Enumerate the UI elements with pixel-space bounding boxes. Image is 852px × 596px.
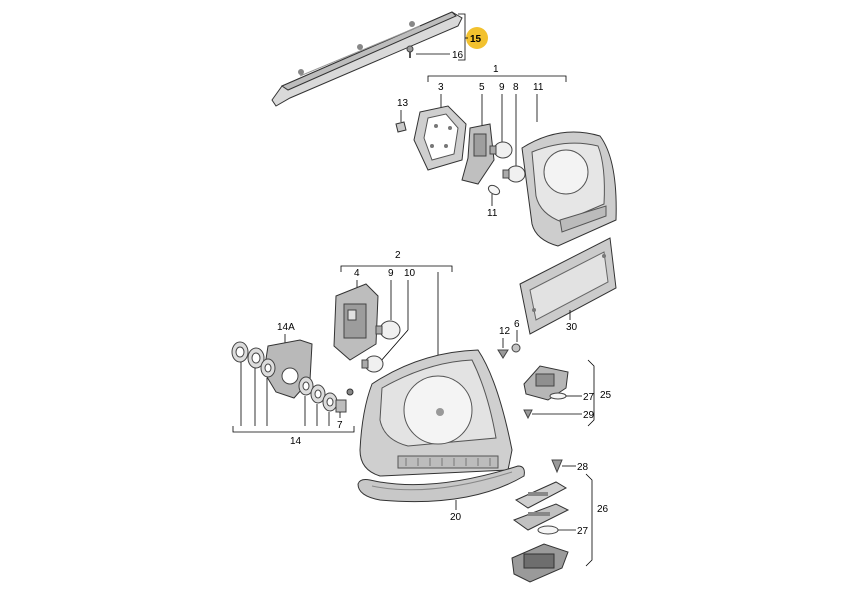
gasket-3[interactable]: [413, 105, 467, 171]
bulb-11-lower[interactable]: [487, 184, 501, 197]
callout-4[interactable]: 4: [354, 268, 360, 279]
screw-16[interactable]: [406, 45, 414, 58]
bulb-9-upper[interactable]: [489, 141, 513, 159]
bracket-15: [458, 13, 466, 61]
bracket-25: [587, 359, 595, 427]
callout-27-lower[interactable]: 27: [577, 526, 589, 537]
callout-6[interactable]: 6: [514, 319, 520, 330]
clip-6[interactable]: [511, 343, 521, 353]
bulb-10[interactable]: [361, 355, 384, 373]
high-mount-brake-light[interactable]: [271, 11, 463, 107]
callout-9-upper[interactable]: 9: [499, 82, 505, 93]
bracket-26: [585, 473, 593, 567]
callout-5[interactable]: 5: [479, 82, 485, 93]
callout-1[interactable]: 1: [493, 64, 499, 75]
callout-11-upper[interactable]: 11: [533, 82, 544, 93]
callout-26[interactable]: 26: [597, 504, 609, 515]
callout-12[interactable]: 12: [499, 326, 511, 337]
bracket-14: [232, 426, 355, 433]
bulb-9-lower[interactable]: [375, 320, 401, 340]
callout-3[interactable]: 3: [438, 82, 444, 93]
callout-8[interactable]: 8: [513, 82, 519, 93]
callout-30[interactable]: 30: [566, 322, 578, 333]
bulb-27-lower[interactable]: [537, 525, 559, 535]
license-lamp-25[interactable]: [523, 365, 569, 401]
bulb-carrier-4[interactable]: [333, 283, 379, 361]
callout-13[interactable]: 13: [397, 98, 409, 109]
screw-12[interactable]: [497, 349, 509, 359]
screw-29[interactable]: [523, 409, 533, 420]
highlight-marker[interactable]: [466, 27, 488, 49]
callout-2[interactable]: 2: [395, 250, 401, 261]
callout-10[interactable]: 10: [404, 268, 416, 279]
cover-panel-30[interactable]: [519, 237, 617, 335]
callout-15[interactable]: 15: [470, 34, 482, 45]
callout-14A[interactable]: 14A: [277, 322, 295, 333]
callout-28[interactable]: 28: [577, 462, 589, 473]
bulb-8[interactable]: [502, 165, 526, 183]
tail-lamp-lower[interactable]: [359, 349, 513, 477]
tail-lamp-upper-11[interactable]: [521, 131, 617, 247]
callout-29[interactable]: 29: [583, 410, 595, 421]
bulb-27-upper[interactable]: [549, 392, 567, 400]
callout-9-lower[interactable]: 9: [388, 268, 394, 279]
callout-11-lower[interactable]: 11: [487, 208, 498, 219]
reflector-20[interactable]: [357, 465, 525, 503]
callout-25[interactable]: 25: [600, 390, 612, 401]
callout-20[interactable]: 20: [450, 512, 462, 523]
bracket-1: [427, 75, 567, 82]
screw-28[interactable]: [551, 459, 563, 474]
bulb-holder-5[interactable]: [461, 123, 495, 185]
gasket-set-14[interactable]: [231, 341, 338, 412]
lamp-housing-26-lower[interactable]: [511, 543, 569, 583]
callout-14[interactable]: 14: [290, 436, 302, 447]
lamp-lens-26-upper[interactable]: [514, 481, 568, 509]
callout-27-upper[interactable]: 27: [583, 392, 595, 403]
callout-16[interactable]: 16: [452, 50, 464, 61]
bracket-2: [340, 265, 453, 272]
lamp-base-26[interactable]: [512, 503, 570, 531]
bolt-7[interactable]: [335, 388, 354, 413]
clip-13[interactable]: [395, 121, 407, 133]
callout-7[interactable]: 7: [337, 420, 343, 431]
